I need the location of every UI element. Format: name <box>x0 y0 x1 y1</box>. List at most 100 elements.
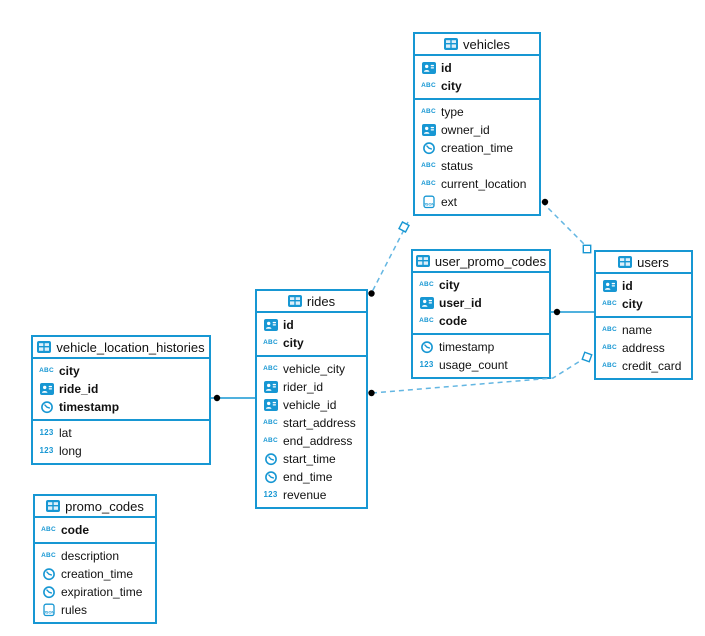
relationship-rides-vehicles <box>368 221 410 297</box>
field-row-creation_time: creation_time <box>35 565 155 583</box>
abc-icon: ABC <box>421 107 436 115</box>
table-header: user_promo_codes <box>413 251 549 273</box>
clock-icon <box>262 470 279 484</box>
field-row-code: ABC code <box>413 312 549 330</box>
field-row-city: ABC city <box>415 77 539 95</box>
field-row-address: ABC address <box>596 339 691 357</box>
field-row-city: ABC city <box>33 362 209 380</box>
field-row-long: 123 long <box>33 442 209 460</box>
id-badge-icon <box>262 319 279 331</box>
dot-marker <box>541 198 549 206</box>
field-name: end_address <box>283 434 353 448</box>
field-row-user_id: user_id <box>413 294 549 312</box>
field-name: city <box>622 297 643 311</box>
abc-icon: ABC <box>263 436 278 444</box>
field-row-owner_id: owner_id <box>415 121 539 139</box>
abc-icon: ABC <box>263 418 278 426</box>
field-name: city <box>441 79 462 93</box>
field-name: credit_card <box>622 359 682 373</box>
field-name: rules <box>61 603 88 617</box>
num-icon: 123 <box>39 446 54 455</box>
table-icon <box>415 255 430 267</box>
field-name: revenue <box>283 488 327 502</box>
field-row-id: id <box>596 277 691 295</box>
field-name: owner_id <box>441 123 490 137</box>
field-name: id <box>283 318 294 332</box>
field-name: start_time <box>283 452 336 466</box>
clock-icon <box>38 400 55 414</box>
square-marker <box>398 221 410 233</box>
field-row-id: id <box>257 316 366 334</box>
abc-icon: ABC <box>263 338 278 346</box>
field-name: current_location <box>441 177 527 191</box>
abc-icon: ABC <box>602 361 617 369</box>
field-name: city <box>439 278 460 292</box>
abc-icon: ABC <box>421 81 436 89</box>
field-name: start_address <box>283 416 356 430</box>
abc-icon: ABC <box>602 343 617 351</box>
clock-icon <box>262 452 279 466</box>
abc-icon: ABC <box>419 316 434 324</box>
table-header: vehicles <box>415 34 539 56</box>
abc-icon: ABC <box>602 325 617 333</box>
field-row-rider_id: rider_id <box>257 378 366 396</box>
table-icon <box>37 341 52 353</box>
field-name: status <box>441 159 474 173</box>
relationship-user_promo_codes-users <box>551 308 595 316</box>
table-header: promo_codes <box>35 496 155 518</box>
table-title: promo_codes <box>65 498 144 514</box>
id-badge-icon <box>262 399 279 411</box>
dot-marker <box>368 290 375 297</box>
field-row-creation_time: creation_time <box>415 139 539 157</box>
field-row-start_time: start_time <box>257 450 366 468</box>
table-title: user_promo_codes <box>434 253 547 269</box>
field-name: id <box>622 279 633 293</box>
abc-icon: ABC <box>419 280 434 288</box>
field-name: end_time <box>283 470 333 484</box>
clock-icon <box>40 567 57 581</box>
abc-icon: ABC <box>39 366 54 374</box>
field-name: creation_time <box>441 141 514 155</box>
field-row-end_time: end_time <box>257 468 366 486</box>
id-badge-icon <box>418 297 435 309</box>
json-icon: JSON <box>40 603 57 617</box>
field-row-credit_card: ABC credit_card <box>596 357 691 375</box>
field-name: code <box>439 314 468 328</box>
table-header: rides <box>257 291 366 313</box>
field-name: timestamp <box>59 400 120 414</box>
field-name: address <box>622 341 665 355</box>
field-name: long <box>59 444 82 458</box>
id-badge-icon <box>420 124 437 136</box>
field-name: city <box>59 364 80 378</box>
id-badge-icon <box>262 381 279 393</box>
table-title: vehicles <box>463 36 510 52</box>
abc-icon: ABC <box>41 525 56 533</box>
field-row-id: id <box>415 59 539 77</box>
num-icon: 123 <box>263 490 278 499</box>
table-title: vehicle_location_histories <box>56 339 205 355</box>
field-name: expiration_time <box>61 585 143 599</box>
field-name: vehicle_id <box>283 398 337 412</box>
field-row-timestamp: timestamp <box>413 338 549 356</box>
field-name: user_id <box>439 296 482 310</box>
dot-marker <box>213 394 221 402</box>
